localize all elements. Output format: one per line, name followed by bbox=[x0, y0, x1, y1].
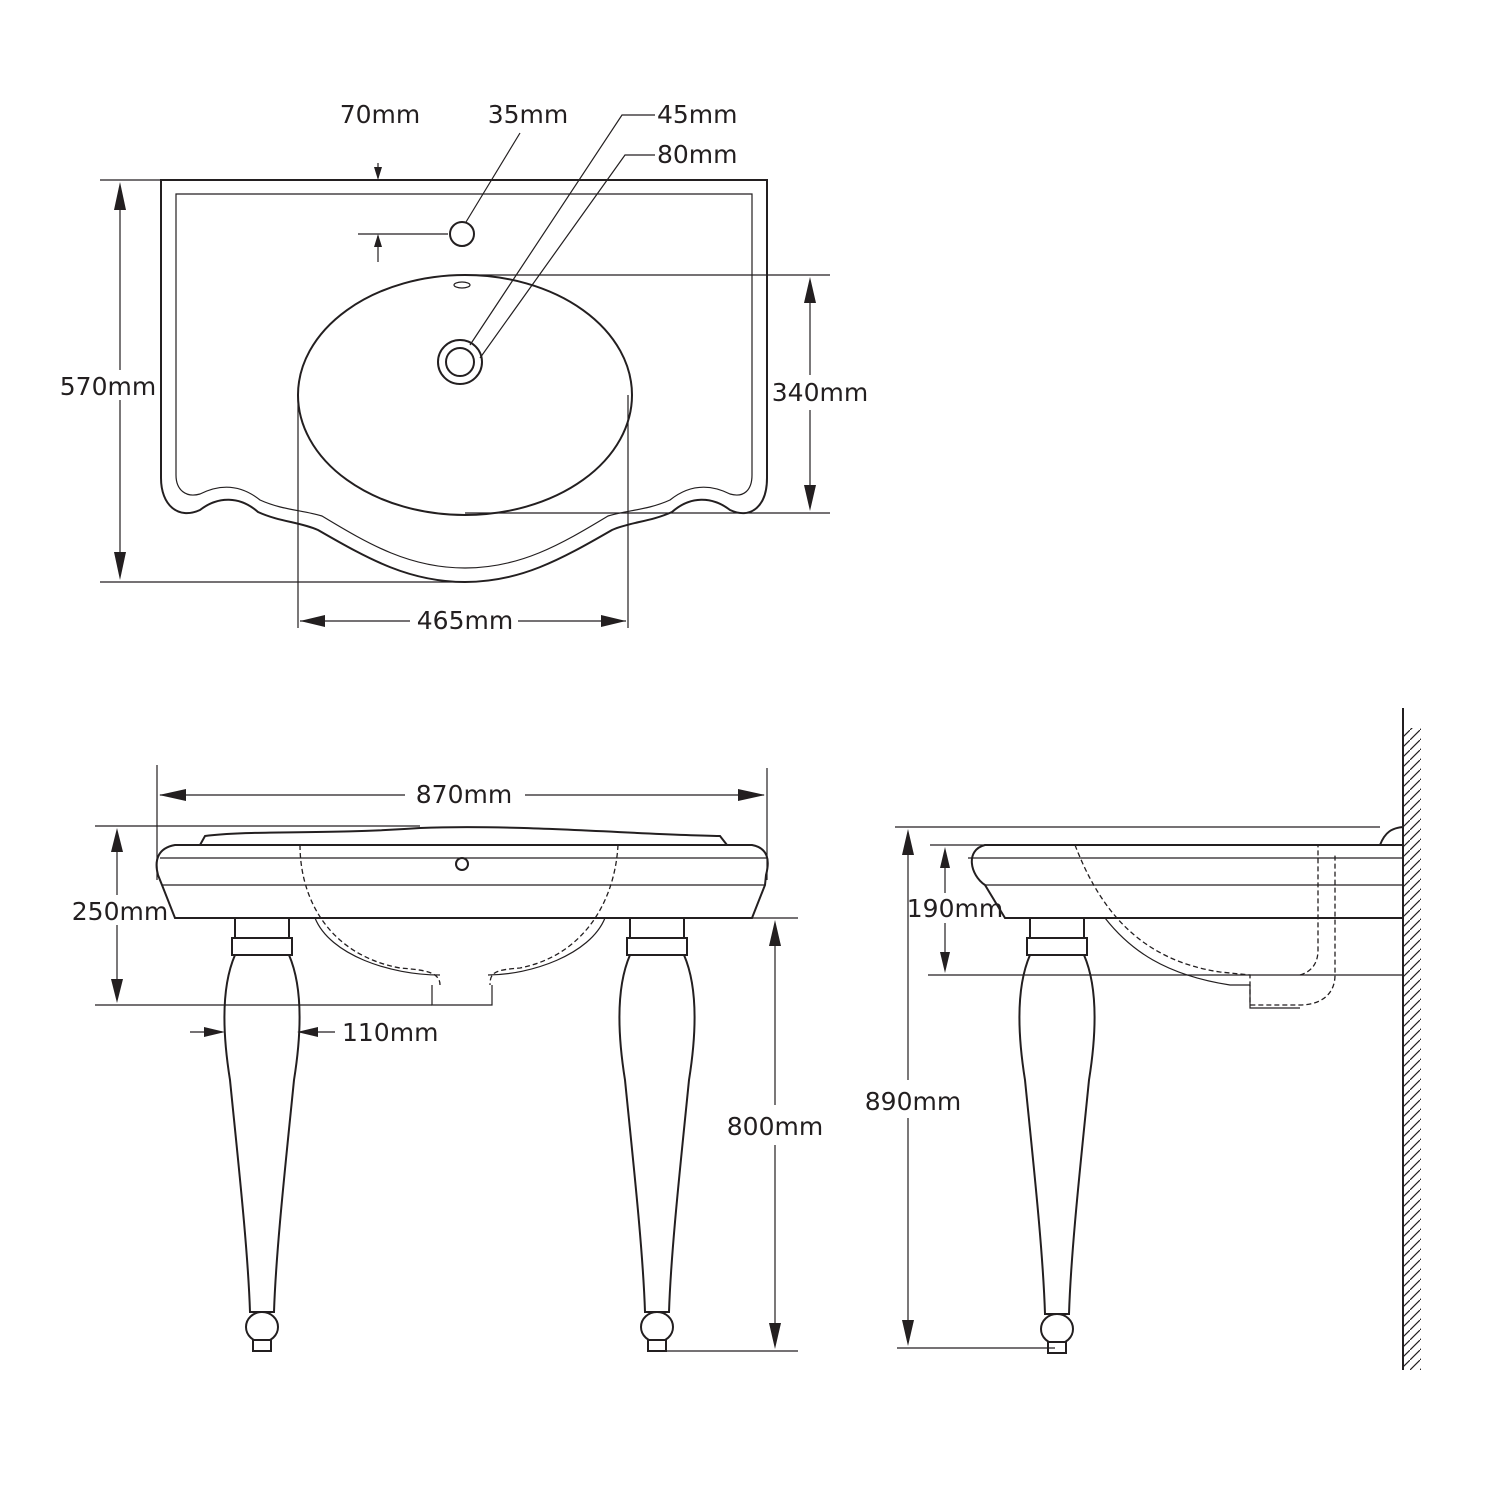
dimension-80: 80mm bbox=[479, 140, 738, 359]
bowl-hidden-line bbox=[299, 844, 619, 986]
label-870: 870mm bbox=[416, 780, 512, 809]
label-70: 70mm bbox=[340, 100, 421, 129]
dimension-340: 340mm bbox=[465, 274, 868, 514]
dimension-190: 190mm bbox=[907, 844, 1403, 976]
wall-hatching bbox=[1403, 728, 1421, 1370]
dimension-890: 890mm bbox=[865, 826, 1380, 1349]
label-250: 250mm bbox=[72, 897, 168, 926]
dimension-45: 45mm bbox=[469, 100, 738, 346]
dimension-800: 800mm bbox=[666, 917, 823, 1352]
dimension-870: 870mm bbox=[156, 765, 768, 880]
label-570: 570mm bbox=[60, 372, 156, 401]
rim-body bbox=[155, 844, 769, 919]
tap-hole bbox=[449, 221, 475, 247]
overflow-hole bbox=[453, 281, 471, 289]
overflow-hole bbox=[455, 857, 469, 871]
side-rim-body bbox=[970, 844, 1404, 919]
label-800: 800mm bbox=[727, 1112, 823, 1141]
basin-outline-inner bbox=[175, 193, 753, 569]
label-340: 340mm bbox=[772, 378, 868, 407]
dimension-110: 110mm bbox=[190, 1018, 438, 1047]
dimension-570: 570mm bbox=[60, 179, 465, 583]
label-110: 110mm bbox=[342, 1018, 438, 1047]
bowl bbox=[297, 274, 633, 516]
dimension-465: 465mm bbox=[297, 395, 629, 635]
leg-side bbox=[1018, 917, 1096, 1354]
label-35: 35mm bbox=[488, 100, 569, 129]
side-bowl-hidden-line bbox=[1074, 844, 1336, 1006]
side-view: 890mm 190mm bbox=[865, 708, 1421, 1370]
dimension-70: 70mm bbox=[340, 100, 448, 262]
label-80: 80mm bbox=[657, 140, 738, 169]
leg-right bbox=[618, 917, 696, 1352]
front-view: 870mm 250mm 110mm 800mm bbox=[72, 765, 823, 1352]
label-890: 890mm bbox=[865, 1087, 961, 1116]
label-45: 45mm bbox=[657, 100, 738, 129]
label-190: 190mm bbox=[907, 894, 1003, 923]
waste-inner bbox=[445, 347, 475, 377]
top-rim bbox=[199, 826, 728, 846]
waste-outer bbox=[437, 339, 483, 385]
dimension-250: 250mm bbox=[72, 825, 432, 1006]
basin-outline-outer bbox=[160, 179, 768, 584]
back-upstand bbox=[1379, 826, 1404, 846]
label-465: 465mm bbox=[417, 606, 513, 635]
top-view: 570mm 340mm 465mm 70mm bbox=[60, 100, 868, 635]
leg-left bbox=[223, 917, 301, 1352]
waste-outlet bbox=[431, 985, 493, 1006]
dimension-35: 35mm bbox=[465, 100, 569, 223]
